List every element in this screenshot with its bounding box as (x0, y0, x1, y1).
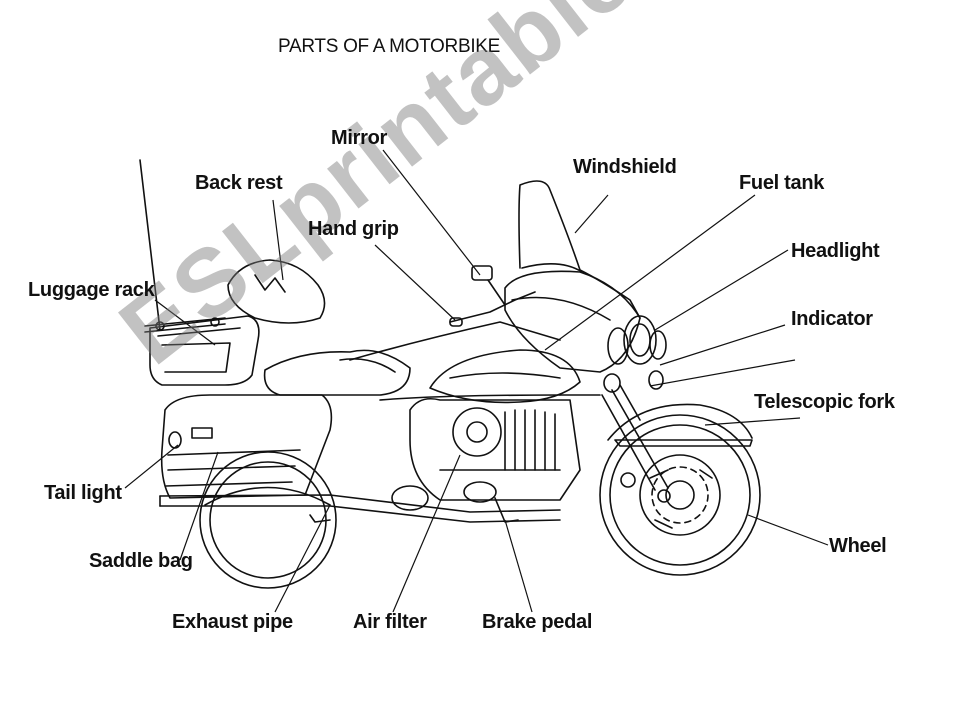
headlights (607, 315, 667, 365)
label-tail-light: Tail light (44, 482, 122, 504)
diagram-title: PARTS OF A MOTORBIKE (278, 36, 501, 57)
fuel-tank (429, 349, 581, 404)
label-back-rest: Back rest (195, 172, 283, 194)
label-headlight: Headlight (791, 240, 880, 262)
label-saddle-bag: Saddle bag (89, 550, 193, 572)
front-wheel (599, 414, 761, 576)
label-luggage-rack: Luggage rack (28, 279, 155, 301)
label-fuel-tank: Fuel tank (739, 172, 825, 194)
fork (601, 384, 669, 491)
mirror-handlebar (449, 265, 536, 327)
label-hand-grip: Hand grip (308, 218, 399, 240)
label-wheel: Wheel (829, 535, 887, 557)
frame (349, 321, 601, 401)
label-windshield: Windshield (573, 156, 677, 178)
seat (227, 259, 411, 396)
leader-lines (124, 149, 829, 613)
label-indicator: Indicator (791, 308, 873, 330)
label-air-filter: Air filter (353, 611, 427, 633)
rear-wheel (199, 451, 337, 589)
saddle-bag (160, 394, 333, 499)
label-telescopic-fork: Telescopic fork (754, 391, 895, 413)
tail-light (168, 431, 182, 449)
label-exhaust-pipe: Exhaust pipe (172, 611, 293, 633)
label-mirror: Mirror (331, 127, 387, 149)
top-box (144, 315, 260, 386)
label-brake-pedal: Brake pedal (482, 611, 593, 633)
engine (391, 397, 581, 511)
indicators (603, 370, 664, 393)
fairing (504, 180, 641, 373)
brake-pedal (494, 497, 519, 523)
